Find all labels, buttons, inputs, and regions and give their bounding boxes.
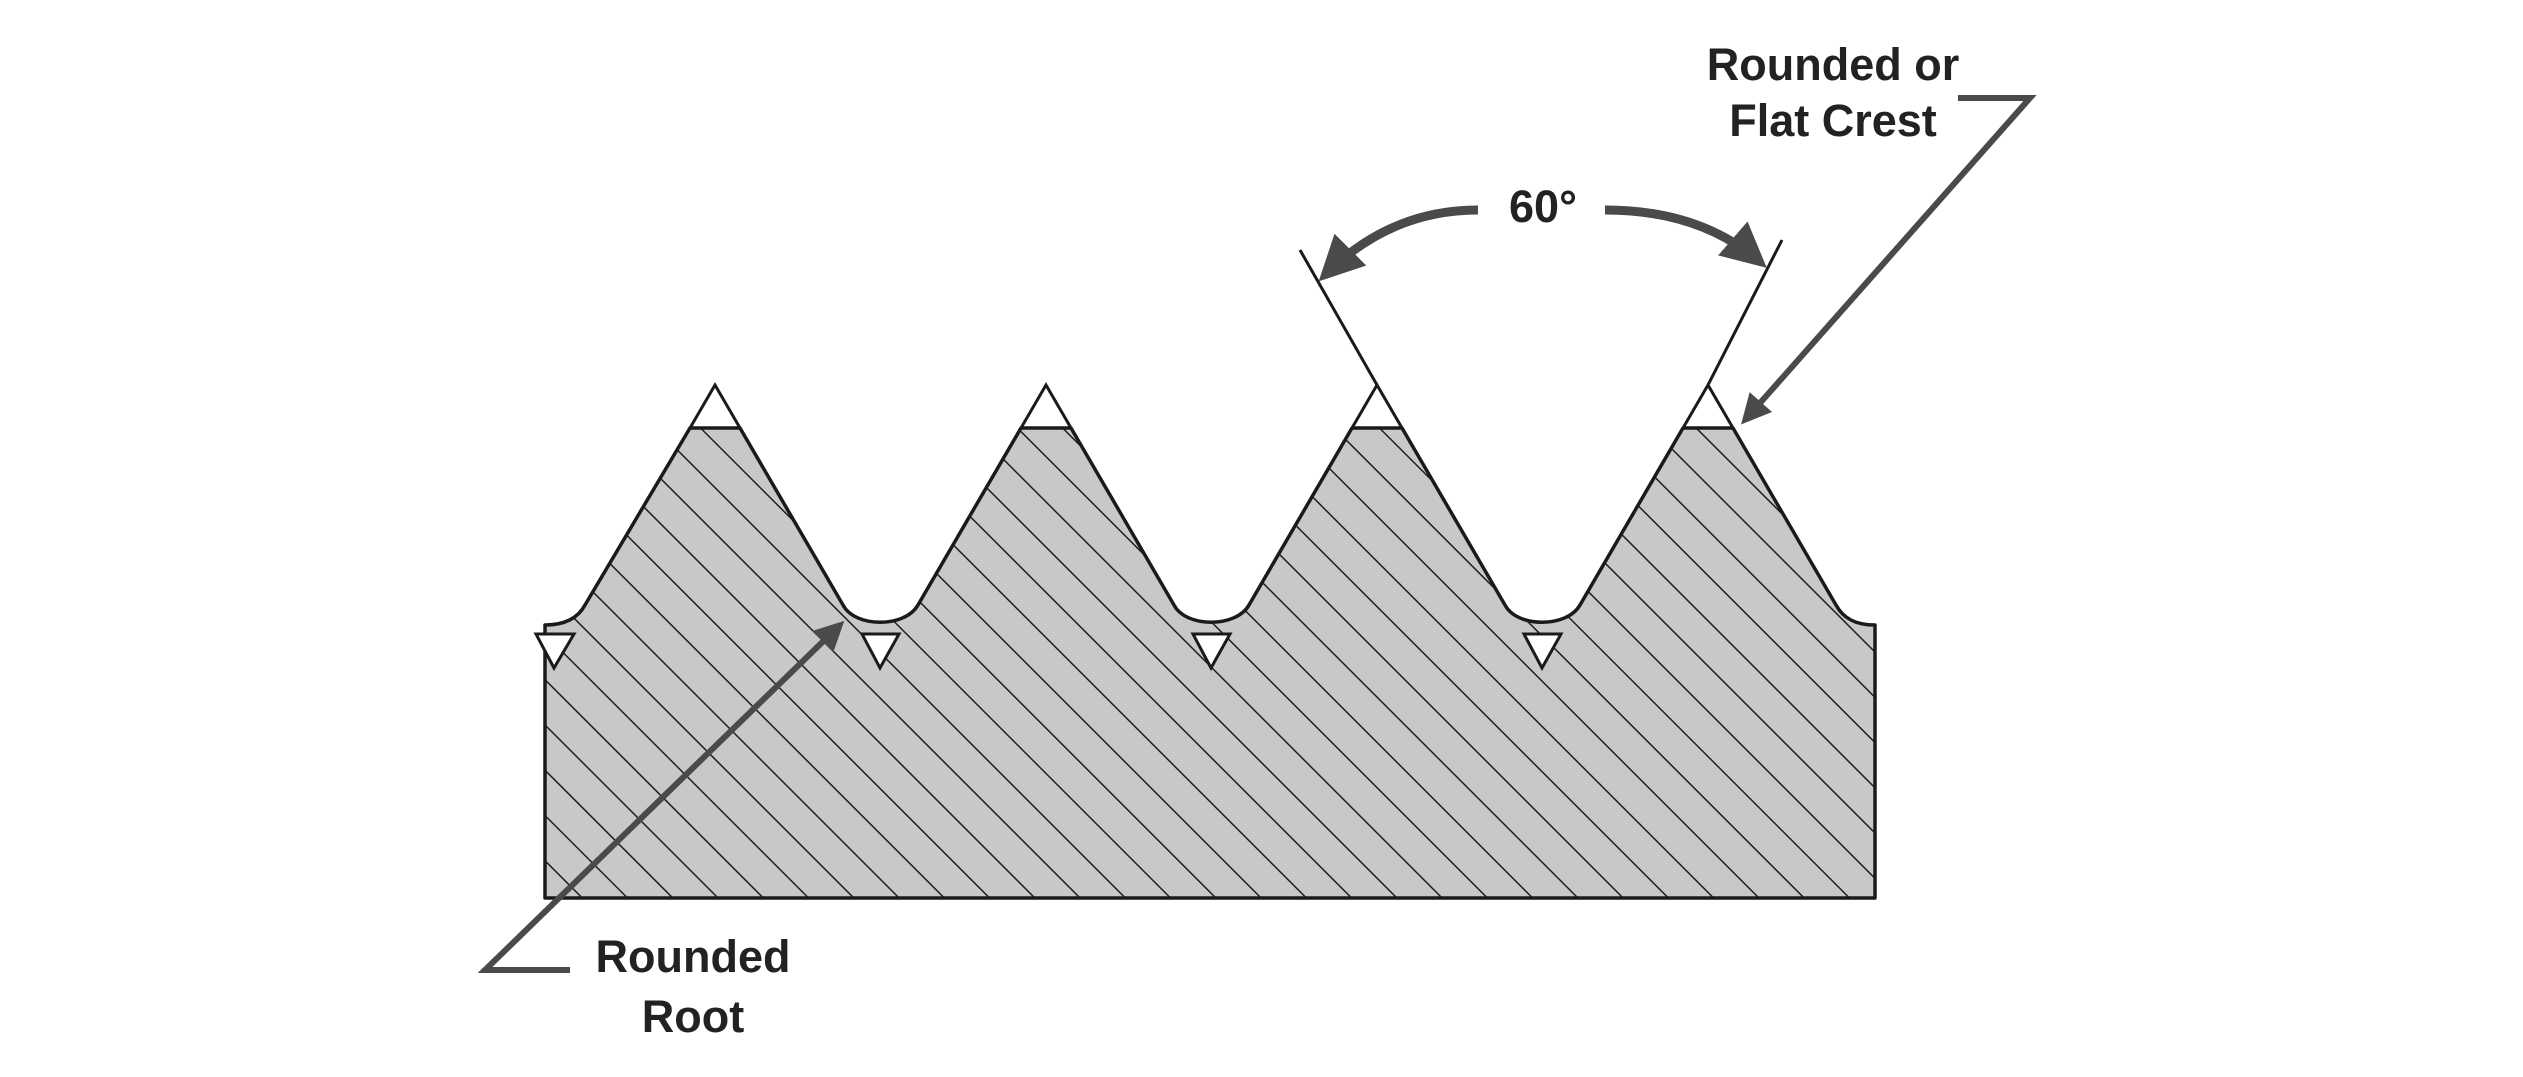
crest-label-line2: Flat Crest bbox=[1729, 95, 1937, 146]
angle-arc-right bbox=[1604, 205, 1767, 268]
angle-arc-left bbox=[1318, 205, 1479, 282]
root-triangles bbox=[533, 632, 1564, 672]
crest-label-line1: Rounded or bbox=[1707, 39, 1959, 90]
angle-label: 60° bbox=[1509, 181, 1577, 232]
crest-triangles bbox=[688, 382, 1735, 429]
root-label-line1: Rounded bbox=[596, 931, 791, 982]
root-label-line2: Root bbox=[642, 991, 744, 1042]
root-leader bbox=[477, 620, 845, 973]
crest-leader bbox=[1741, 95, 2037, 425]
angle-extension-lines bbox=[1298, 239, 1784, 386]
